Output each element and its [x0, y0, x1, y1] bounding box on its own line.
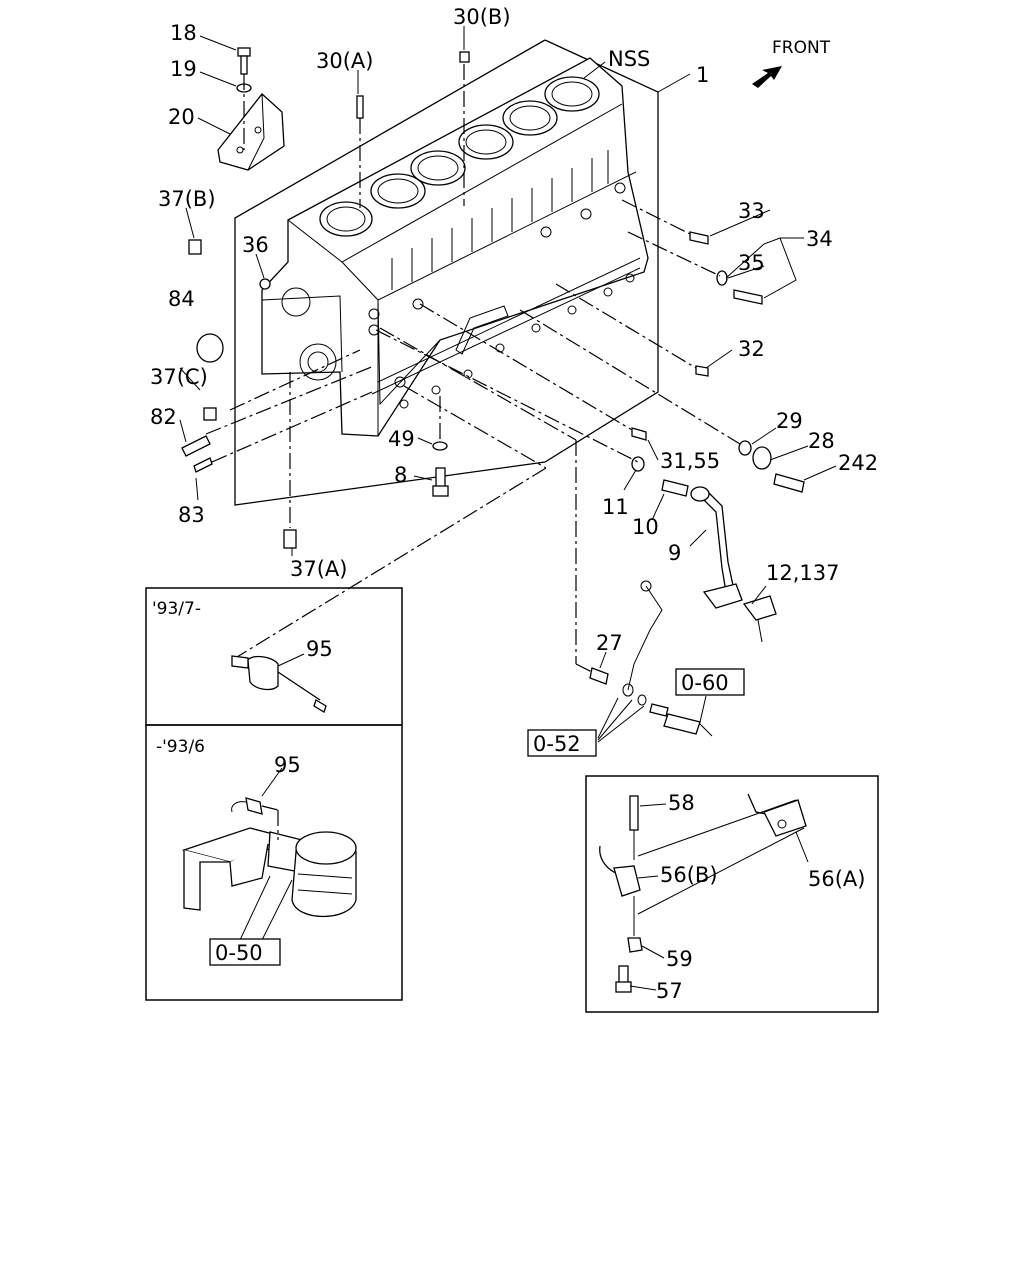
label-19: 19: [170, 57, 197, 81]
stud-58: [629, 795, 639, 831]
label-nss: NSS: [608, 47, 650, 71]
label-36: 36: [242, 233, 269, 257]
label-30b: 30(B): [453, 5, 511, 29]
label-95-lower: 95: [274, 753, 301, 777]
inset-lower-caption: -'93/6: [156, 737, 205, 757]
sensor-0-60: [663, 713, 701, 735]
label-33: 33: [738, 199, 765, 223]
label-11: 11: [602, 495, 629, 519]
pin-83: [193, 457, 213, 473]
bracket-part: [217, 93, 285, 171]
label-58: 58: [668, 791, 695, 815]
label-12-137: 12,137: [766, 561, 839, 585]
label-28: 28: [808, 429, 835, 453]
bolt-242: [773, 473, 805, 493]
label-34: 34: [806, 227, 833, 251]
inset-upper-caption: '93/7-: [152, 599, 201, 619]
label-95-upper: 95: [306, 637, 333, 661]
washer-35: [716, 270, 728, 286]
pin-32: [695, 365, 709, 377]
label-82: 82: [150, 405, 177, 429]
label-84: 84: [168, 287, 195, 311]
ref-0-60-text: 0-60: [681, 671, 729, 695]
cylinder-block: [261, 57, 649, 437]
fitting-12-137: [742, 595, 777, 621]
plug-84: [196, 333, 224, 363]
ref-box-0-60: 0-60: [675, 668, 745, 696]
ref-0-50-text: 0-50: [215, 941, 263, 965]
stud-82: [181, 435, 211, 457]
plug-37c: [203, 407, 217, 421]
front-indicator: FRONT: [752, 38, 831, 88]
washer-49: [432, 441, 448, 451]
label-30a: 30(A): [316, 49, 373, 73]
label-29: 29: [776, 409, 803, 433]
inset-upper: '93/7-: [145, 587, 403, 726]
front-arrow-icon: [752, 66, 782, 88]
plug-31-55: [631, 427, 647, 441]
bolt-34: [733, 289, 763, 305]
pin-30a: [356, 95, 364, 119]
bracket-assembly: [217, 47, 285, 171]
inset-lower: -'93/6: [145, 724, 403, 1001]
bracket-56a: [763, 799, 807, 837]
label-31-55: 31,55: [660, 449, 720, 473]
bolt-57: [618, 965, 629, 985]
plug-37b: [188, 239, 202, 255]
pin-30b: [459, 51, 470, 63]
label-1: 1: [696, 63, 709, 87]
plug-37a: [283, 529, 297, 549]
label-9: 9: [668, 541, 681, 565]
sensor-95-lower: [245, 797, 263, 815]
bolt-18-head: [237, 47, 251, 57]
label-57: 57: [656, 979, 683, 1003]
ref-box-0-52: 0-52: [527, 729, 597, 757]
label-10: 10: [632, 515, 659, 539]
washer-29: [738, 440, 752, 456]
label-32: 32: [738, 337, 765, 361]
plug-33: [689, 231, 709, 245]
label-56b: 56(B): [660, 863, 718, 887]
label-242: 242: [838, 451, 878, 475]
ref-box-0-50: 0-50: [209, 938, 281, 966]
ref-0-52-text: 0-52: [533, 732, 581, 756]
label-49: 49: [388, 427, 415, 451]
label-35: 35: [738, 251, 765, 275]
part-labels: 18 19 20 30(A) 30(B) NSS 1 37(B) 36 84 3…: [150, 5, 878, 1003]
label-leaders: [179, 26, 837, 743]
bolt-18-shank: [240, 55, 248, 75]
plug-36: [259, 278, 271, 290]
label-59: 59: [666, 947, 693, 971]
bracket-56b: [613, 865, 641, 897]
bolt-8-head: [432, 485, 449, 497]
gasket-28: [752, 446, 772, 470]
nut-59: [627, 937, 643, 953]
label-20: 20: [168, 105, 195, 129]
front-label: FRONT: [772, 38, 831, 58]
label-56a: 56(A): [808, 867, 865, 891]
oil-pipe-9: [699, 495, 727, 593]
wire-harness: [627, 585, 663, 691]
label-83: 83: [178, 503, 205, 527]
connector-10: [661, 479, 689, 497]
label-37c: 37(C): [150, 365, 208, 389]
label-37a: 37(A): [290, 557, 347, 581]
label-37b: 37(B): [158, 187, 216, 211]
label-18: 18: [170, 21, 197, 45]
inset-right: [585, 775, 879, 1013]
pipe-flange: [702, 583, 743, 609]
leader-lines: [205, 64, 741, 673]
washer-11: [631, 456, 645, 472]
sensor-95-upper: [247, 655, 279, 691]
label-27: 27: [596, 631, 623, 655]
label-8: 8: [394, 463, 407, 487]
sensor-27: [589, 667, 609, 685]
